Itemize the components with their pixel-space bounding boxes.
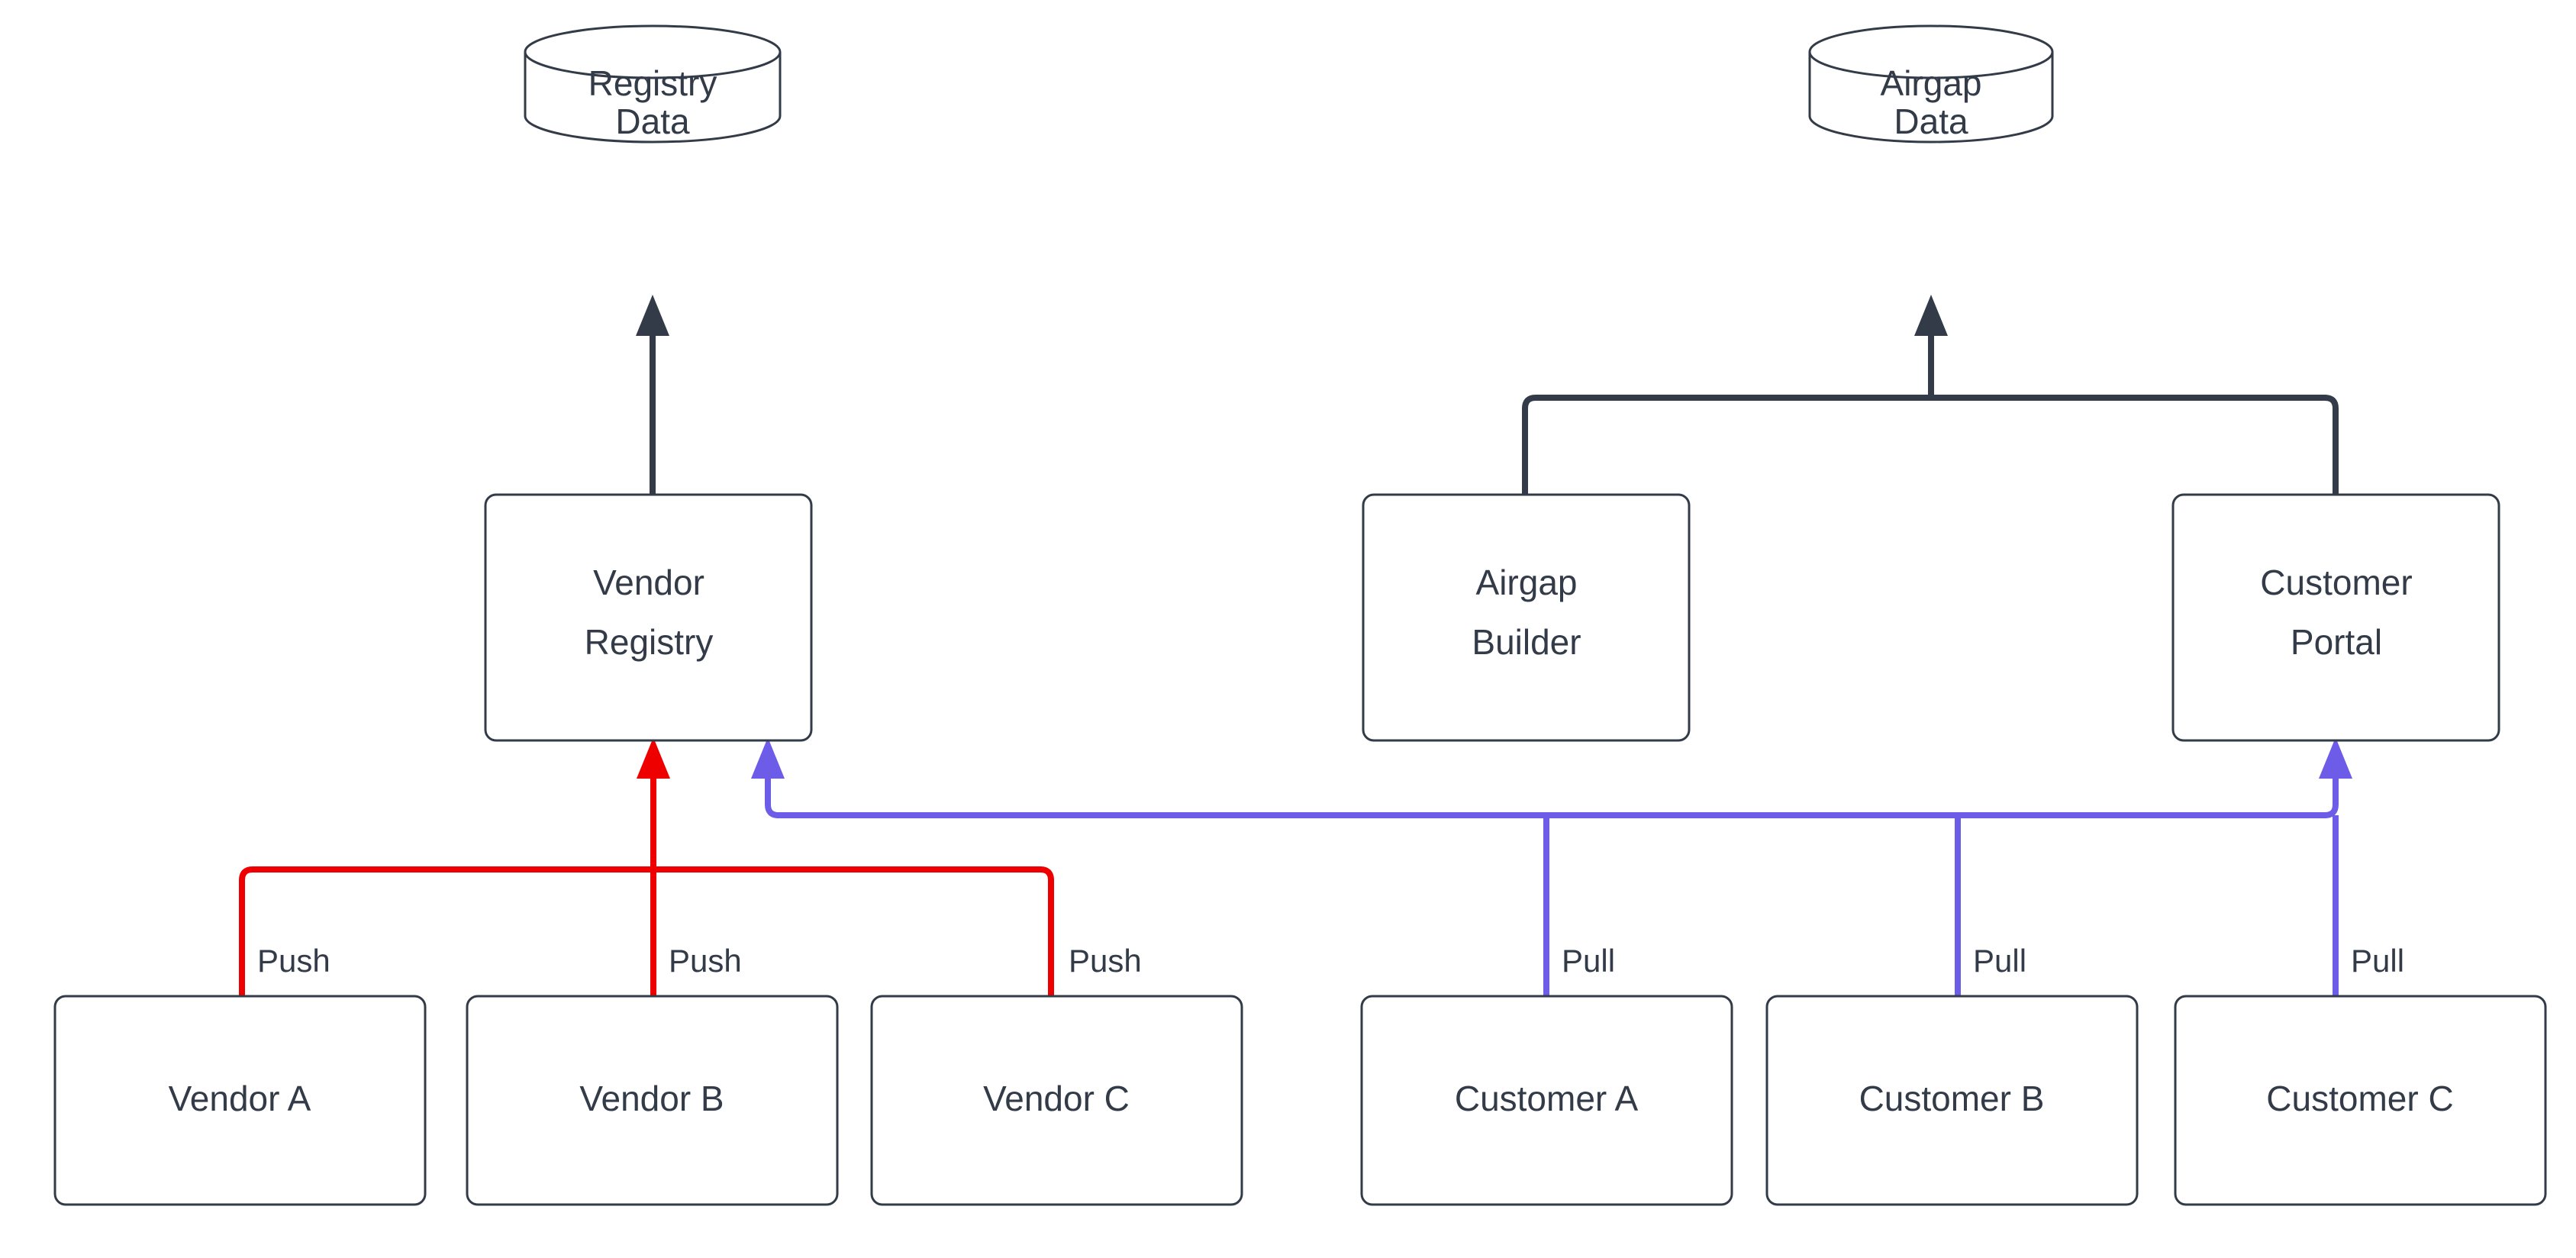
edge-label-pull-customer-a: Pull bbox=[1562, 943, 1615, 979]
arrow-head-icon bbox=[1914, 295, 1948, 336]
edge-bus-line bbox=[1522, 395, 2339, 495]
service-node-airgap-builder[interactable]: Airgap Builder bbox=[1362, 493, 1691, 742]
vendor-node-vendor-c[interactable]: Vendor C bbox=[870, 995, 1243, 1206]
datastore-label-line2: Data bbox=[1894, 102, 1968, 141]
vendor-node-vendor-b[interactable]: Vendor B bbox=[466, 995, 839, 1206]
node-box bbox=[2174, 995, 2547, 1206]
datastore-label-line1: Registry bbox=[588, 63, 717, 103]
node-box bbox=[1765, 995, 2139, 1206]
service-label-line2: Builder bbox=[1472, 622, 1581, 662]
customer-node-customer-b[interactable]: Customer B bbox=[1765, 995, 2139, 1206]
datastore-label-line1: Airgap bbox=[1881, 63, 1982, 103]
edge-label-push-vendor-a: Push bbox=[257, 943, 330, 979]
edge-label-pull-customer-c: Pull bbox=[2351, 943, 2404, 979]
service-label-line1: Vendor bbox=[593, 563, 704, 602]
datastore-registry-data[interactable]: Registry Data bbox=[524, 24, 782, 144]
customer-label: Customer C bbox=[2266, 1079, 2453, 1118]
node-box bbox=[484, 493, 813, 742]
edge-label-push-vendor-b: Push bbox=[669, 943, 742, 979]
node-box bbox=[1360, 995, 1733, 1206]
service-label-line1: Customer bbox=[2260, 563, 2412, 602]
node-box bbox=[1362, 493, 1691, 742]
node-box bbox=[2171, 493, 2500, 742]
vendor-label: Vendor C bbox=[983, 1079, 1130, 1118]
customer-node-customer-a[interactable]: Customer A bbox=[1360, 995, 1733, 1206]
node-box bbox=[870, 995, 1243, 1206]
service-label-line2: Registry bbox=[585, 622, 714, 662]
edge-label-pull-customer-b: Pull bbox=[1973, 943, 2026, 979]
cylinder-top bbox=[1808, 24, 2054, 79]
service-node-customer-portal[interactable]: Customer Portal bbox=[2171, 493, 2500, 742]
arrow-head-icon bbox=[637, 737, 670, 779]
edge-vendors-push-to-vendor-registry bbox=[239, 737, 1054, 996]
edge-airgap-bus-to-airgap-data bbox=[1522, 295, 2339, 495]
service-label-line2: Portal bbox=[2291, 622, 2382, 662]
vendor-label: Vendor A bbox=[169, 1079, 311, 1118]
cylinder-top bbox=[524, 24, 782, 79]
service-node-vendor-registry[interactable]: Vendor Registry bbox=[484, 493, 813, 742]
datastore-airgap-data[interactable]: Airgap Data bbox=[1808, 24, 2054, 144]
arrow-head-icon-vendor-registry bbox=[751, 737, 785, 779]
edge-bus-line bbox=[765, 763, 2339, 818]
vendor-label: Vendor B bbox=[579, 1079, 724, 1118]
customer-node-customer-c[interactable]: Customer C bbox=[2174, 995, 2547, 1206]
node-box bbox=[53, 995, 427, 1206]
node-box bbox=[466, 995, 839, 1206]
edge-label-push-vendor-c: Push bbox=[1069, 943, 1142, 979]
service-label-line1: Airgap bbox=[1476, 563, 1578, 602]
customer-label: Customer A bbox=[1455, 1079, 1639, 1118]
vendor-node-vendor-a[interactable]: Vendor A bbox=[53, 995, 427, 1206]
arrow-head-icon bbox=[636, 295, 669, 336]
edge-bus-line bbox=[239, 866, 1054, 996]
edge-vendor-registry-to-registry-data bbox=[636, 295, 669, 495]
arrow-head-icon-customer-portal bbox=[2319, 737, 2352, 779]
edge-customers-pull-to-customer-portal bbox=[751, 737, 2352, 996]
datastore-label-line2: Data bbox=[615, 102, 690, 141]
customer-label: Customer B bbox=[1859, 1079, 2045, 1118]
